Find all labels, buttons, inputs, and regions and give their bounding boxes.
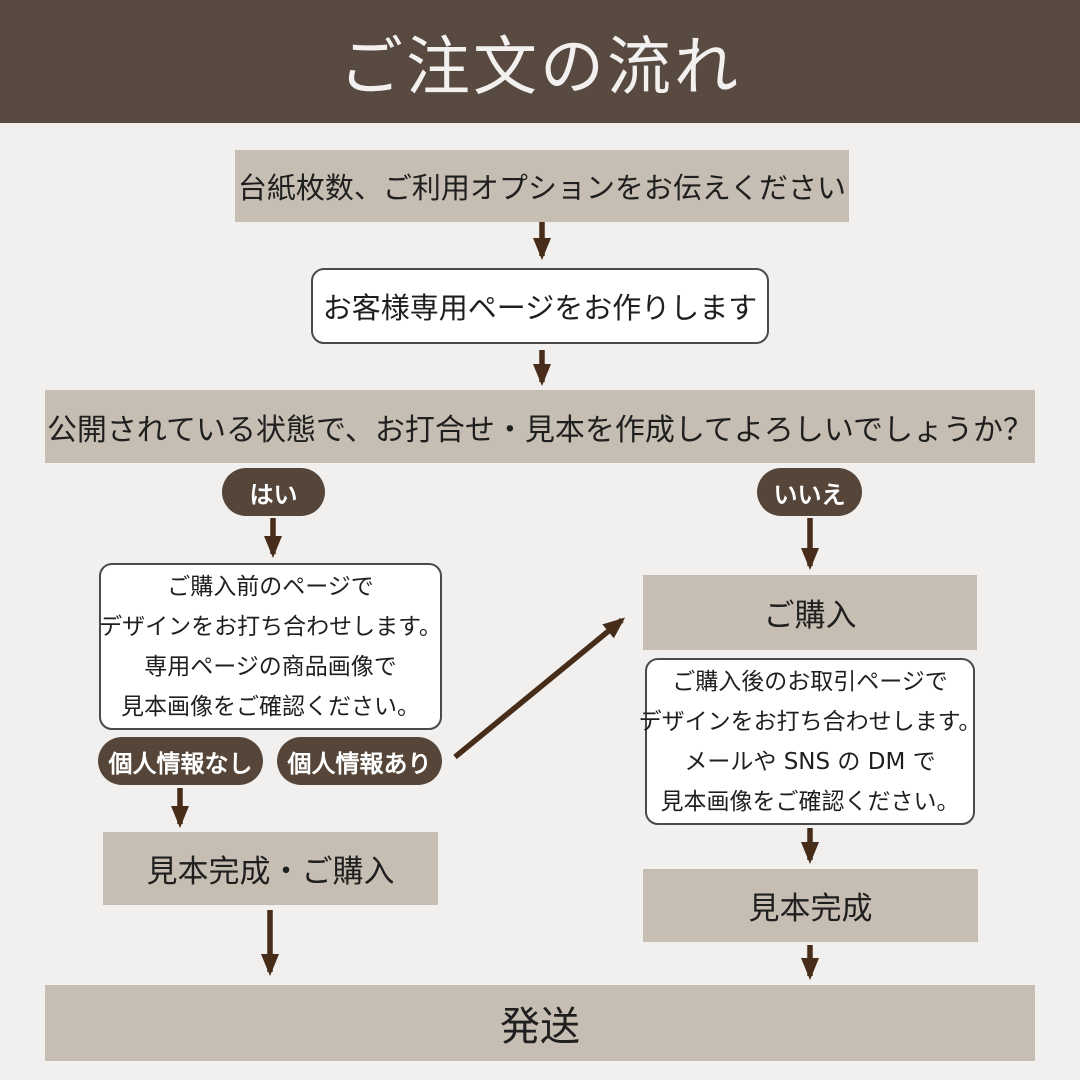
info-line: 見本画像をご確認ください。 <box>660 788 960 815</box>
step-box-shipping: 発送 <box>45 985 1035 1061</box>
info-box-before-purchase: ご購入前のページで デザインをお打ち合わせします。 専用ページの商品画像で 見本… <box>99 563 442 730</box>
info-line: 専用ページの商品画像で <box>144 653 397 680</box>
pill-no: いいえ <box>757 468 862 516</box>
info-line: ご購入後のお取引ページで <box>672 668 948 695</box>
step-box-tell-options: 台紙枚数、ご利用オプションをお伝えください <box>235 150 849 222</box>
pill-with-personal-info: 個人情報あり <box>277 737 442 785</box>
info-line: メールや SNS の DM で <box>684 748 936 775</box>
info-line: ご購入前のページで <box>167 573 374 600</box>
page-title: ご注文の流れ <box>339 30 741 105</box>
page-header: ご注文の流れ <box>0 0 1080 123</box>
step-box-create-page: お客様専用ページをお作りします <box>311 268 769 344</box>
pill-no-personal-info: 個人情報なし <box>98 737 263 785</box>
step-box-sample-complete-purchase: 見本完成・ご購入 <box>103 832 438 905</box>
arrow-withpersonal-to-purchase <box>453 617 626 760</box>
info-line: デザインをお打ち合わせします。 <box>99 613 442 640</box>
pill-yes: はい <box>222 468 325 516</box>
step-box-sample-complete: 見本完成 <box>643 869 978 942</box>
info-box-after-purchase: ご購入後のお取引ページで デザインをお打ち合わせします。 メールや SNS の … <box>639 658 981 825</box>
info-line: デザインをお打ち合わせします。 <box>638 708 982 735</box>
question-box-public-ok: 公開されている状態で、お打合せ・見本を作成してよろしいでしょうか？ <box>45 390 1035 463</box>
info-line: 見本画像をご確認ください。 <box>121 693 420 720</box>
step-box-purchase: ご購入 <box>643 575 977 650</box>
